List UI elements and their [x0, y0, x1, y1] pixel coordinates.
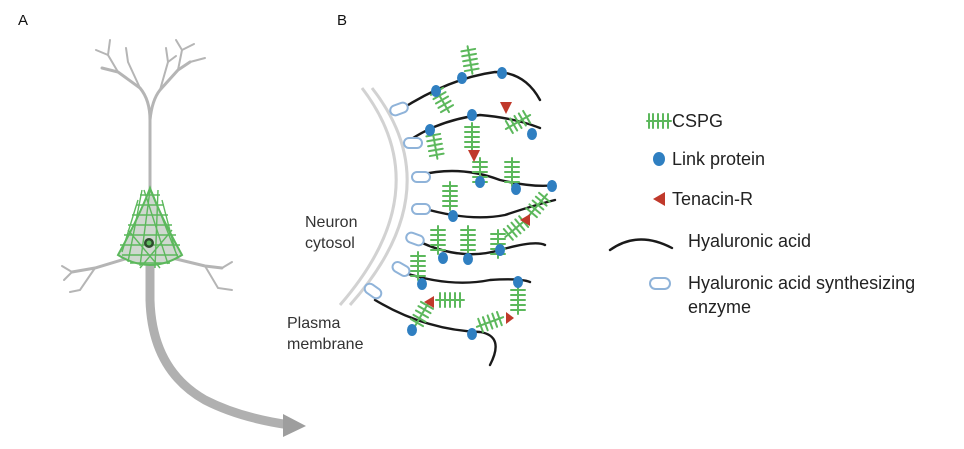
neuron-illustration	[61, 39, 306, 437]
legend-item-cspg: CSPG	[608, 106, 723, 136]
neuron-cytosol-label: Neuron cytosol	[305, 214, 358, 252]
legend-label-hyaluronic-acid: Hyaluronic acid	[688, 231, 812, 251]
legend-item-link-protein: Link protein	[608, 144, 765, 174]
ha-synthesizing-enzyme-icon	[649, 277, 671, 290]
legend-item-hyaluronic-acid: Hyaluronic acid	[608, 226, 811, 256]
panel-a-label: A	[18, 12, 29, 29]
extracellular-matrix-illustration	[338, 45, 557, 367]
legend-item-tenacin-r: Tenacin-R	[608, 184, 753, 214]
panel-b-label: B	[337, 12, 348, 29]
legend-label-cspg: CSPG	[672, 111, 724, 131]
hyaluronic-acid-icon	[608, 238, 674, 252]
legend-item-ha-synthesizing-enzyme: Hyaluronic acid synthesizing enzyme	[608, 268, 915, 328]
cspg-icon	[646, 113, 672, 129]
link-protein-icon	[653, 152, 665, 166]
tenacin-r-icon	[653, 192, 665, 206]
plasma-membrane-label: Plasma membrane	[287, 315, 364, 353]
legend-label-ha-synthesizing-enzyme: Hyaluronic acid synthesizing enzyme	[688, 273, 916, 317]
legend-label-tenacin-r: Tenacin-R	[672, 189, 754, 209]
legend-label-link-protein: Link protein	[672, 149, 766, 169]
